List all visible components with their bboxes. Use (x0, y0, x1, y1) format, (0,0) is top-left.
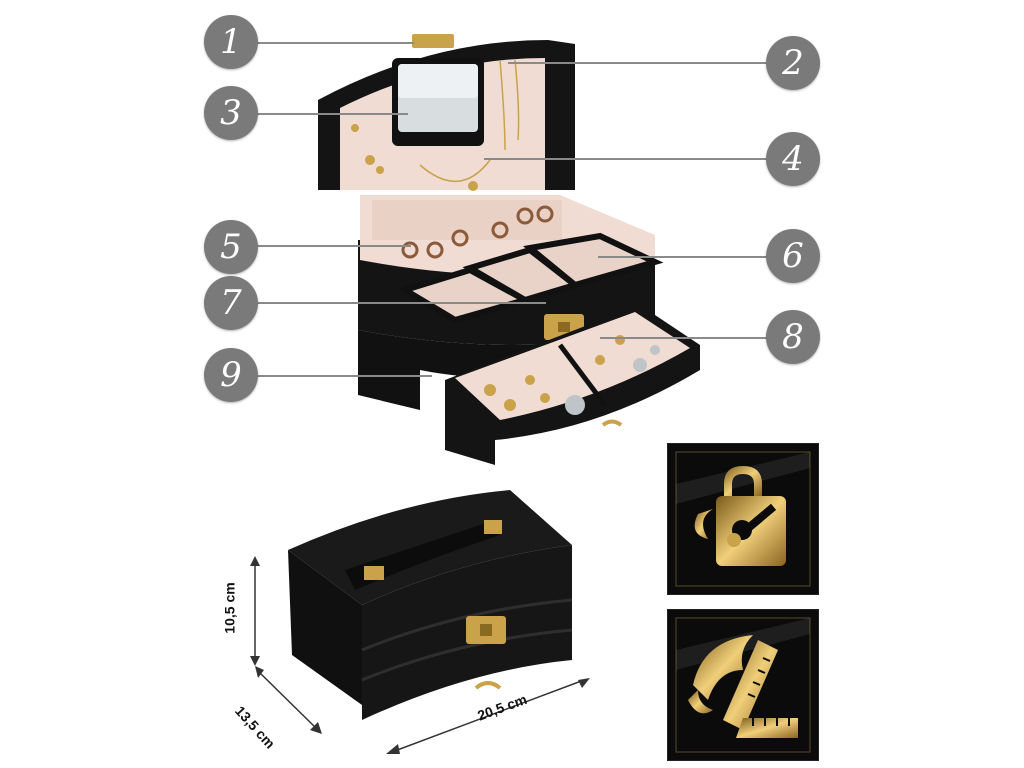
ruler-measure-icon-graphic (675, 617, 811, 753)
callout-badge-4: 4 (766, 132, 820, 186)
dimension-height-label: 10,5 cm (221, 582, 238, 634)
lock-key-icon-graphic (675, 451, 811, 587)
leader-line-8 (600, 337, 770, 339)
leader-line-6 (598, 256, 770, 258)
leader-line-9 (256, 375, 432, 377)
leader-line-5 (256, 245, 411, 247)
ruler-measure-icon (668, 610, 818, 760)
leader-line-4 (484, 158, 770, 160)
callout-badge-2: 2 (766, 36, 820, 90)
callout-badge-3: 3 (204, 86, 258, 140)
callout-badge-7: 7 (204, 276, 258, 330)
leader-line-2 (508, 62, 770, 64)
callout-badge-8: 8 (766, 310, 820, 364)
leader-line-7 (256, 302, 546, 304)
callout-badge-1: 1 (204, 15, 258, 69)
callout-badge-9: 9 (204, 348, 258, 402)
leader-line-1 (256, 42, 414, 44)
callout-badge-6: 6 (766, 229, 820, 283)
lock-key-icon (668, 444, 818, 594)
callout-badge-5: 5 (204, 220, 258, 274)
leader-line-3 (256, 113, 408, 115)
